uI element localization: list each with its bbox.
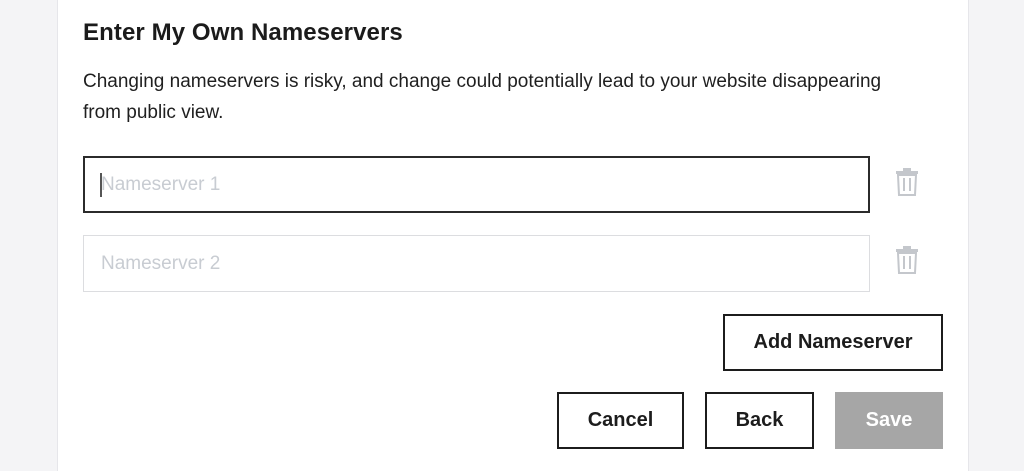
nameserver-2-input[interactable] [83,235,870,292]
back-button[interactable]: Back [705,392,814,449]
nameserver-1-input[interactable] [83,156,870,213]
section-title: Enter My Own Nameservers [83,19,403,46]
section-description: Changing nameservers is risky, and chang… [83,71,882,123]
add-nameserver-button[interactable]: Add Nameserver [723,314,943,371]
cancel-button[interactable]: Cancel [557,392,684,449]
trash-icon[interactable] [893,167,921,197]
save-button[interactable]: Save [835,392,943,449]
trash-icon[interactable] [893,245,921,275]
text-cursor [100,173,102,197]
